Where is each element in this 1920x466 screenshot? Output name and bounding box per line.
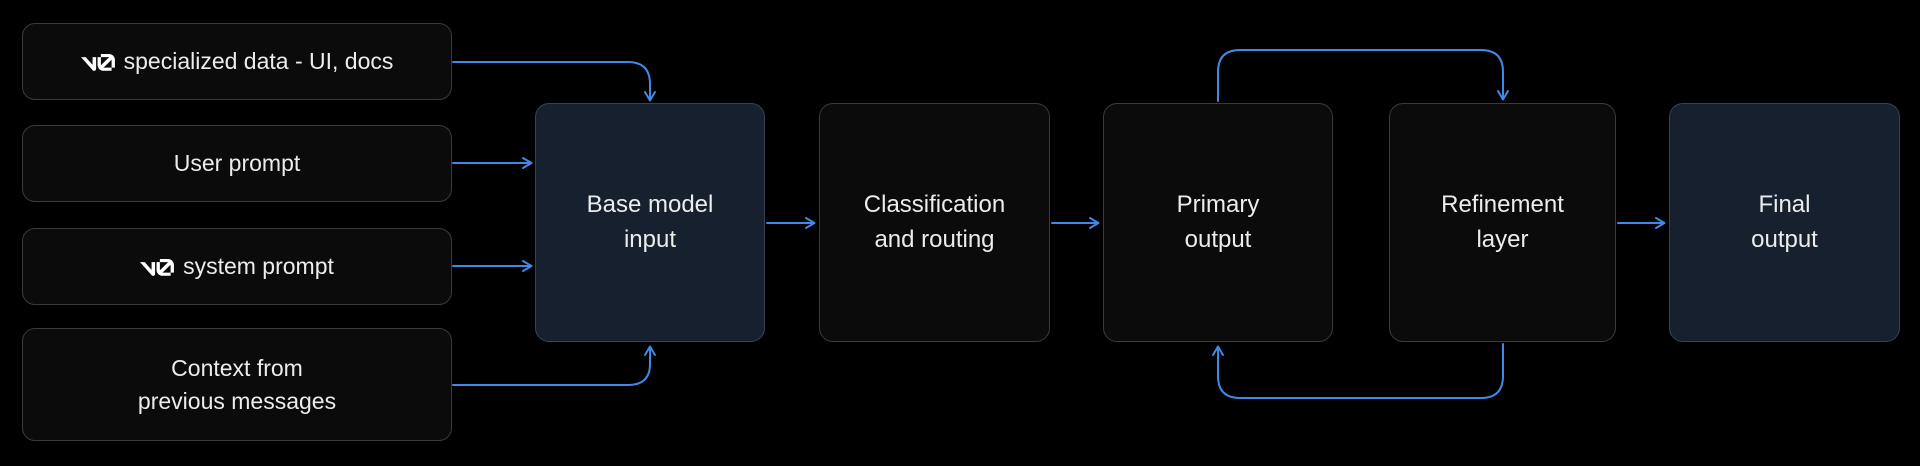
node-label: specialized data - UI, docs (123, 48, 394, 75)
node-user-prompt: User prompt (22, 125, 452, 202)
node-label: User prompt (173, 150, 301, 177)
node-system-prompt: system prompt (22, 228, 452, 305)
node-refinement-layer: Refinement layer (1389, 103, 1616, 342)
node-context-previous-messages: Context from previous messages (22, 328, 452, 441)
node-label: Classification and routing (863, 191, 1006, 253)
node-label: system prompt (183, 253, 334, 280)
edge-refinement-layer-to-primary-output (1212, 343, 1504, 399)
edge-specialized-data-to-base-model-input (452, 61, 656, 102)
node-label: Refinement layer (1441, 191, 1564, 253)
v0-logo-icon (80, 54, 115, 71)
node-label: Final output (1751, 191, 1818, 253)
edge-context-previous-messages-to-base-model-input (452, 345, 656, 386)
node-specialized-data: specialized data - UI, docs (22, 23, 452, 100)
edge-primary-output-to-refinement-layer (1217, 49, 1509, 102)
v0-logo-icon (140, 259, 175, 276)
node-label: Primary output (1176, 191, 1260, 253)
node-label: Context from previous messages (137, 354, 337, 414)
node-base-model-input: Base model input (535, 103, 765, 342)
node-primary-output: Primary output (1103, 103, 1333, 342)
node-label: Base model input (586, 191, 714, 253)
node-classification-and-routing: Classification and routing (819, 103, 1050, 342)
node-final-output: Final output (1669, 103, 1900, 342)
